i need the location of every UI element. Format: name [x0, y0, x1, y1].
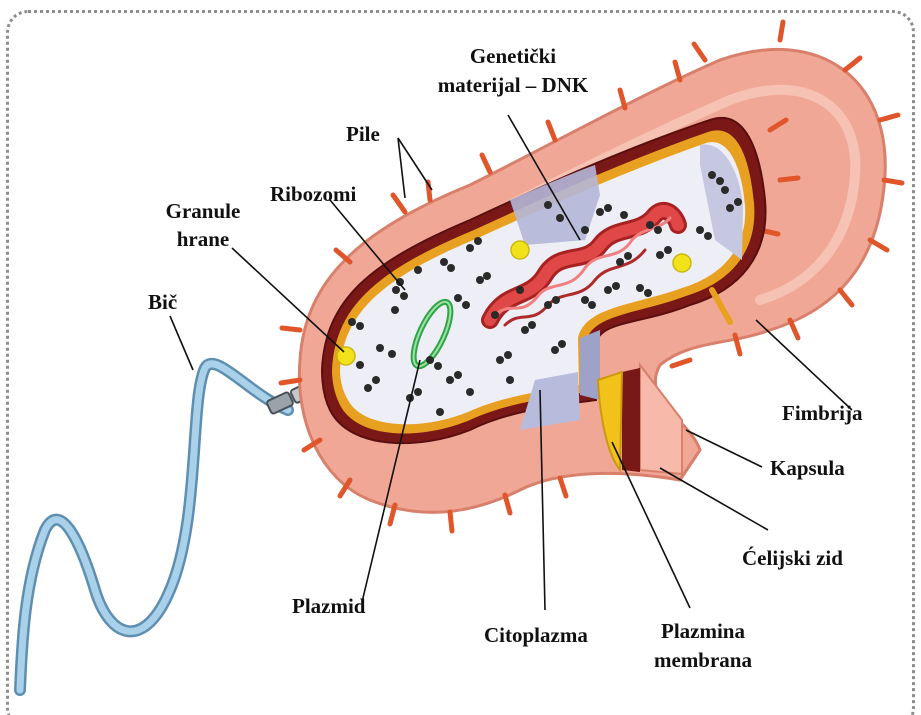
- label-granule-line1: Granule: [148, 199, 258, 223]
- label-pile: Pile: [346, 122, 380, 146]
- label-bic: Bič: [148, 290, 177, 314]
- label-granule-line2: hrane: [148, 227, 258, 251]
- label-plazmid: Plazmid: [292, 594, 366, 618]
- label-membrana-line2: membrana: [638, 648, 768, 672]
- label-celijski-zid: Ćelijski zid: [742, 546, 843, 570]
- label-fimbrija: Fimbrija: [782, 401, 862, 425]
- label-citoplazma: Citoplazma: [484, 623, 588, 647]
- label-dna-line1: Genetički: [428, 44, 598, 68]
- label-kapsula: Kapsula: [770, 456, 845, 480]
- label-membrana-line1: Plazmina: [638, 619, 768, 643]
- flagellum: [20, 364, 288, 690]
- label-dna-line2: materijal – DNK: [428, 73, 598, 97]
- label-ribozomi: Ribozomi: [270, 182, 356, 206]
